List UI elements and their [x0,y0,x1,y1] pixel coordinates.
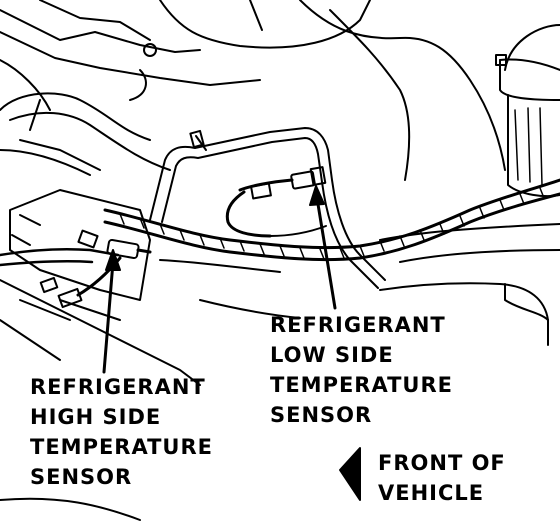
wheel-well-panel [0,59,171,176]
wiring-harness [0,178,560,273]
low-side-sensor-label: REFRIGERANT LOW SIDE TEMPERATURE SENSOR [270,310,453,430]
high-side-pointer-arrow [102,249,121,374]
low-side-label-line-1: REFRIGERANT [270,313,446,337]
low-side-label-line-3: TEMPERATURE [270,373,453,397]
low-side-pointer-arrow [309,185,337,310]
high-side-sensor-assembly [9,189,152,321]
front-of-vehicle-arrow-icon [339,447,361,501]
front-label-line-2: VEHICLE [378,481,485,505]
lower-panel [0,279,549,521]
fender-outline [0,0,506,181]
high-side-label-line-4: SENSOR [30,465,133,489]
high-side-label-line-2: HIGH SIDE [30,405,162,429]
low-side-label-line-2: LOW SIDE [270,343,394,367]
front-label-line-1: FRONT OF [378,451,506,475]
high-side-sensor-label: REFRIGERANT HIGH SIDE TEMPERATURE SENSOR [30,372,213,492]
refrigerant-tubes [149,127,386,289]
accumulator-canister [495,24,560,198]
high-side-label-line-3: TEMPERATURE [30,435,213,459]
front-of-vehicle-label: FRONT OF VEHICLE [378,448,506,508]
low-side-label-line-4: SENSOR [270,403,373,427]
high-side-label-line-1: REFRIGERANT [30,375,206,399]
